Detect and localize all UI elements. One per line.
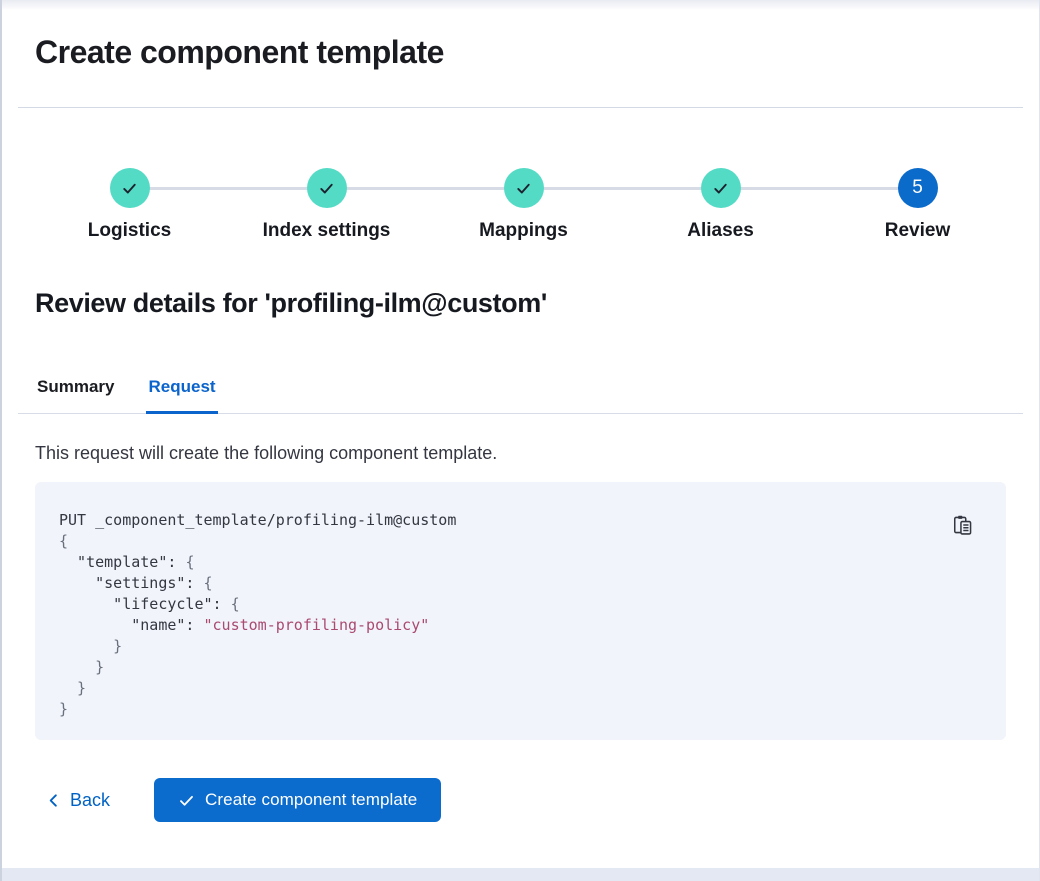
step-label: Mappings — [479, 220, 568, 241]
back-label: Back — [70, 789, 111, 810]
code-content: PUT _component_template/profiling-ilm@cu… — [59, 510, 982, 720]
main-content: Create component template Logistics Index… — [2, 10, 1039, 868]
code-line: { — [59, 532, 69, 550]
tabs-bar: Summary Request — [18, 376, 1023, 414]
check-icon — [178, 792, 195, 809]
code-line: "settings": { — [59, 574, 213, 592]
step-check-icon — [109, 168, 150, 208]
code-line: "lifecycle": { — [59, 595, 240, 613]
page-title: Create component template — [35, 34, 444, 70]
header-divider — [18, 107, 1023, 108]
code-line: "name": "custom-profiling-policy" — [59, 616, 430, 634]
step-number: 5 — [897, 168, 938, 208]
code-line: PUT _component_template/profiling-ilm@cu… — [59, 511, 457, 529]
step-check-icon — [700, 168, 741, 208]
create-component-template-button[interactable]: Create component template — [154, 778, 442, 822]
footer-actions: Back Create component template — [35, 778, 1006, 822]
code-line: } — [59, 700, 69, 718]
review-heading: Review details for 'profiling-ilm@custom… — [35, 288, 547, 318]
bottom-band — [2, 868, 1039, 881]
step-logistics[interactable]: Logistics — [31, 168, 228, 242]
step-mappings[interactable]: Mappings — [425, 168, 622, 242]
step-label: Index settings — [262, 220, 391, 241]
code-line: } — [59, 658, 105, 676]
code-line: "template": { — [59, 553, 195, 571]
request-description: This request will create the following c… — [35, 443, 498, 463]
tab-request[interactable]: Request — [146, 376, 218, 414]
code-line: } — [59, 679, 87, 697]
panel-top-edge — [2, 0, 1039, 10]
code-line: } — [59, 637, 123, 655]
create-button-label: Create component template — [205, 790, 418, 809]
step-check-icon — [503, 168, 544, 208]
copy-clipboard-icon[interactable] — [950, 512, 976, 538]
step-label: Logistics — [87, 220, 172, 241]
request-code-block: PUT _component_template/profiling-ilm@cu… — [35, 482, 1006, 740]
step-aliases[interactable]: Aliases — [622, 168, 819, 242]
back-button[interactable]: Back — [35, 790, 110, 811]
step-check-icon — [306, 168, 347, 208]
step-label: Aliases — [687, 220, 754, 241]
chevron-left-icon — [46, 793, 61, 808]
step-index-settings[interactable]: Index settings — [228, 168, 425, 242]
tab-summary[interactable]: Summary — [35, 376, 116, 414]
step-label: Review — [884, 220, 951, 241]
